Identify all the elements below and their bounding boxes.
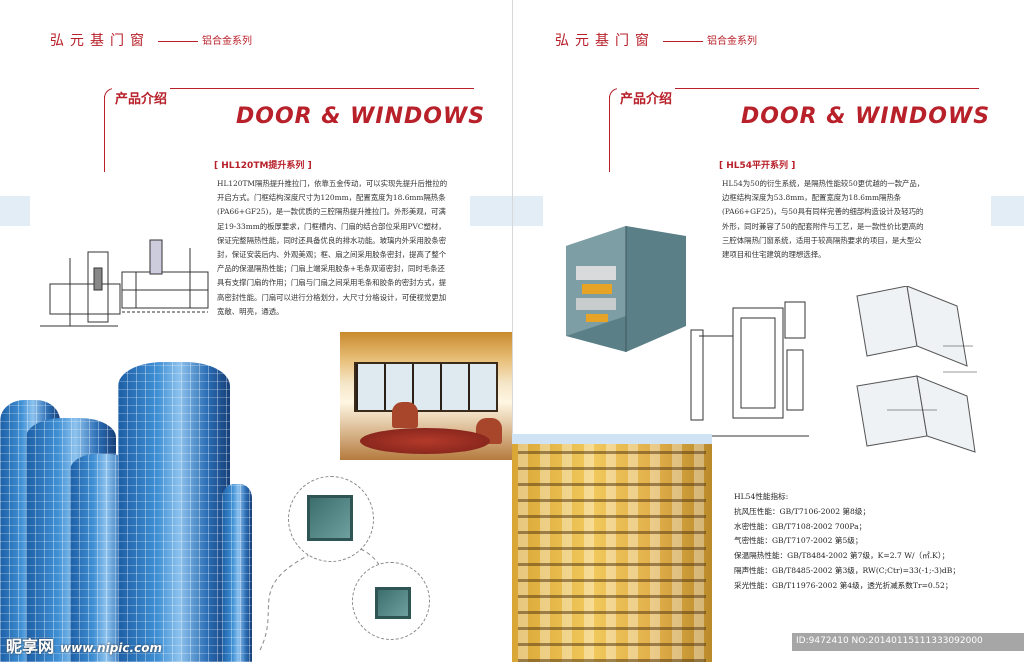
decor-band bbox=[0, 196, 30, 226]
cad-3d-profiles bbox=[856, 286, 977, 453]
intro-tag: 产品介绍 bbox=[617, 88, 676, 107]
perf-title: HL54性能指标: bbox=[734, 492, 789, 501]
image-id-bar: ID:9472410 NO:20140115111333092000 bbox=[792, 633, 1024, 651]
series-label: 铝合金系列 bbox=[663, 32, 757, 47]
intro-tag: 产品介绍 bbox=[112, 88, 171, 107]
section-title: DOOR & WINDOWS bbox=[741, 104, 991, 129]
decor-band bbox=[991, 196, 1024, 226]
performance-specs: HL54性能指标: 抗风压性能：GB/T7106-2002 第8级； 水密性能：… bbox=[734, 492, 960, 590]
left-page: 弘元基门窗 铝合金系列 产品介绍 DOOR & WINDOWS [ HL120T… bbox=[0, 0, 512, 662]
decor-band bbox=[513, 196, 543, 226]
living-room-photo bbox=[340, 332, 512, 460]
brand-name: 弘元基门窗 bbox=[50, 33, 150, 49]
intro-frame bbox=[104, 88, 474, 172]
decor-band bbox=[470, 196, 512, 226]
cad-section-drawing bbox=[40, 239, 209, 327]
section-title: DOOR & WINDOWS bbox=[236, 104, 486, 129]
profile-detail-circle bbox=[288, 476, 374, 562]
series-label: 铝合金系列 bbox=[158, 32, 252, 47]
cad-window-drawing bbox=[690, 301, 809, 437]
apartment-building-photo bbox=[512, 434, 712, 662]
product-description: HL120TM隔热提升推拉门，依靠五金传动，可以实现先提升后推拉的 开启方式。门… bbox=[217, 179, 448, 316]
profile-detail-circle bbox=[352, 562, 430, 640]
aluminum-profile-render bbox=[566, 226, 686, 352]
product-description: HL54为50的衍生系统，是隔热性能较50更优越的一款产品， 边框结构深度为53… bbox=[722, 179, 925, 260]
series-subtitle: [ HL54平开系列 ] bbox=[719, 161, 796, 171]
series-subtitle: [ HL120TM提升系列 ] bbox=[214, 161, 312, 171]
intro-frame bbox=[609, 88, 979, 172]
brand-name: 弘元基门窗 bbox=[555, 33, 655, 49]
